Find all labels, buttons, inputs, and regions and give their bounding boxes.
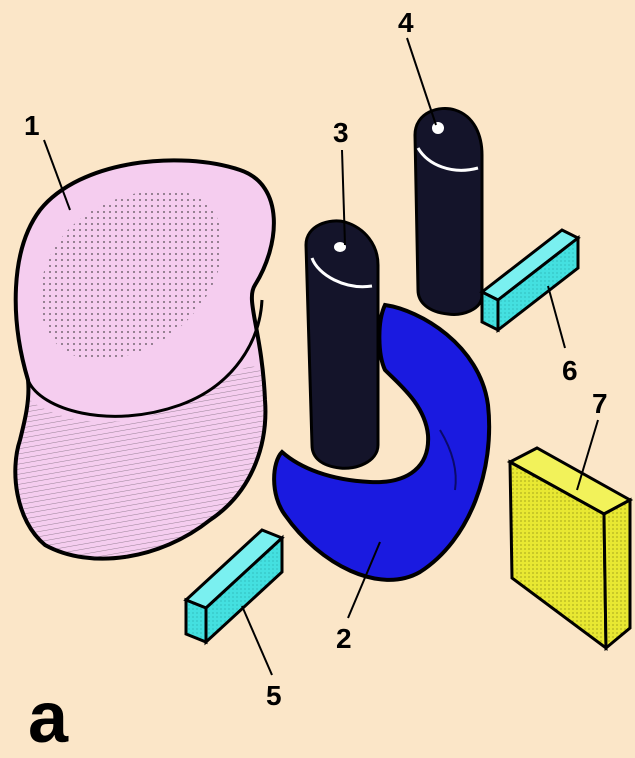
label-2: 2 — [336, 623, 352, 654]
part-4-shape — [415, 108, 482, 314]
part-3-shape — [306, 221, 378, 468]
label-1: 1 — [24, 110, 40, 141]
label-5: 5 — [266, 680, 282, 711]
part-1-shape — [15, 160, 274, 558]
panel-letter: a — [28, 678, 69, 753]
leader-line-5 — [242, 606, 272, 675]
part-5-shape — [186, 530, 282, 642]
part-2-shape — [274, 305, 489, 580]
part-6-shape — [482, 230, 578, 330]
leader-line-4 — [407, 38, 436, 125]
label-3: 3 — [333, 117, 349, 148]
part-7-shape — [510, 448, 630, 648]
label-4: 4 — [398, 7, 414, 38]
label-7: 7 — [592, 388, 608, 419]
label-6: 6 — [562, 355, 578, 386]
leader-line-6 — [548, 286, 565, 348]
